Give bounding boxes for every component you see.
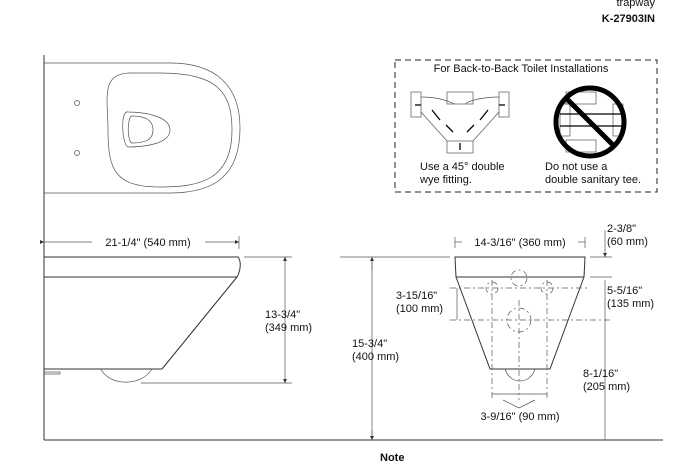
rim-height-in: 15-3/4"	[352, 338, 387, 350]
inset-title: For Back-to-Back Toilet Installations	[434, 63, 609, 75]
left-caption-line1: Use a 45° double	[420, 161, 505, 173]
outlet-height-mm: (205 mm)	[583, 381, 630, 393]
bolt-to-outlet-in: 5-5/16"	[607, 285, 642, 297]
note-heading: Note	[380, 452, 404, 464]
front-width-dimension: 14-3/16" (360 mm)	[474, 237, 565, 249]
top-view	[44, 62, 241, 194]
front-view: 14-3/16" (360 mm) 3-9/16" (90 mm) 15-3/4…	[340, 223, 654, 440]
rim-height-mm: (400 mm)	[352, 351, 399, 363]
right-caption-line2: double sanitary tee.	[545, 174, 641, 186]
bolt-spacing-vertical-in: 3-15/16"	[396, 290, 437, 302]
bolt-spacing-horizontal: 3-9/16" (90 mm)	[480, 411, 559, 423]
top-offset-mm: (60 mm)	[607, 236, 648, 248]
top-offset-in: 2-3/8"	[607, 223, 636, 235]
back-to-back-inset: For Back-to-Back Toilet Installations Us…	[394, 59, 658, 193]
model-number: K-27903IN	[602, 13, 655, 25]
no-sanitary-tee-icon	[553, 85, 627, 159]
bolt-spacing-vertical-mm: (100 mm)	[396, 303, 443, 315]
side-height-dimension-in: 13-3/4"	[265, 309, 300, 321]
double-wye-fitting-icon	[410, 91, 510, 154]
left-caption-line2: wye fitting.	[419, 174, 472, 186]
header-subtitle: trapway	[616, 0, 655, 9]
side-view: 21-1/4" (540 mm) 13-3/4" (349 mm)	[39, 236, 312, 384]
right-caption-line1: Do not use a	[545, 161, 608, 173]
outlet-height-in: 8-1/16"	[583, 368, 618, 380]
bolt-to-outlet-mm: (135 mm)	[607, 298, 654, 310]
side-height-dimension-mm: (349 mm)	[265, 322, 312, 334]
side-length-dimension: 21-1/4" (540 mm)	[105, 237, 190, 249]
